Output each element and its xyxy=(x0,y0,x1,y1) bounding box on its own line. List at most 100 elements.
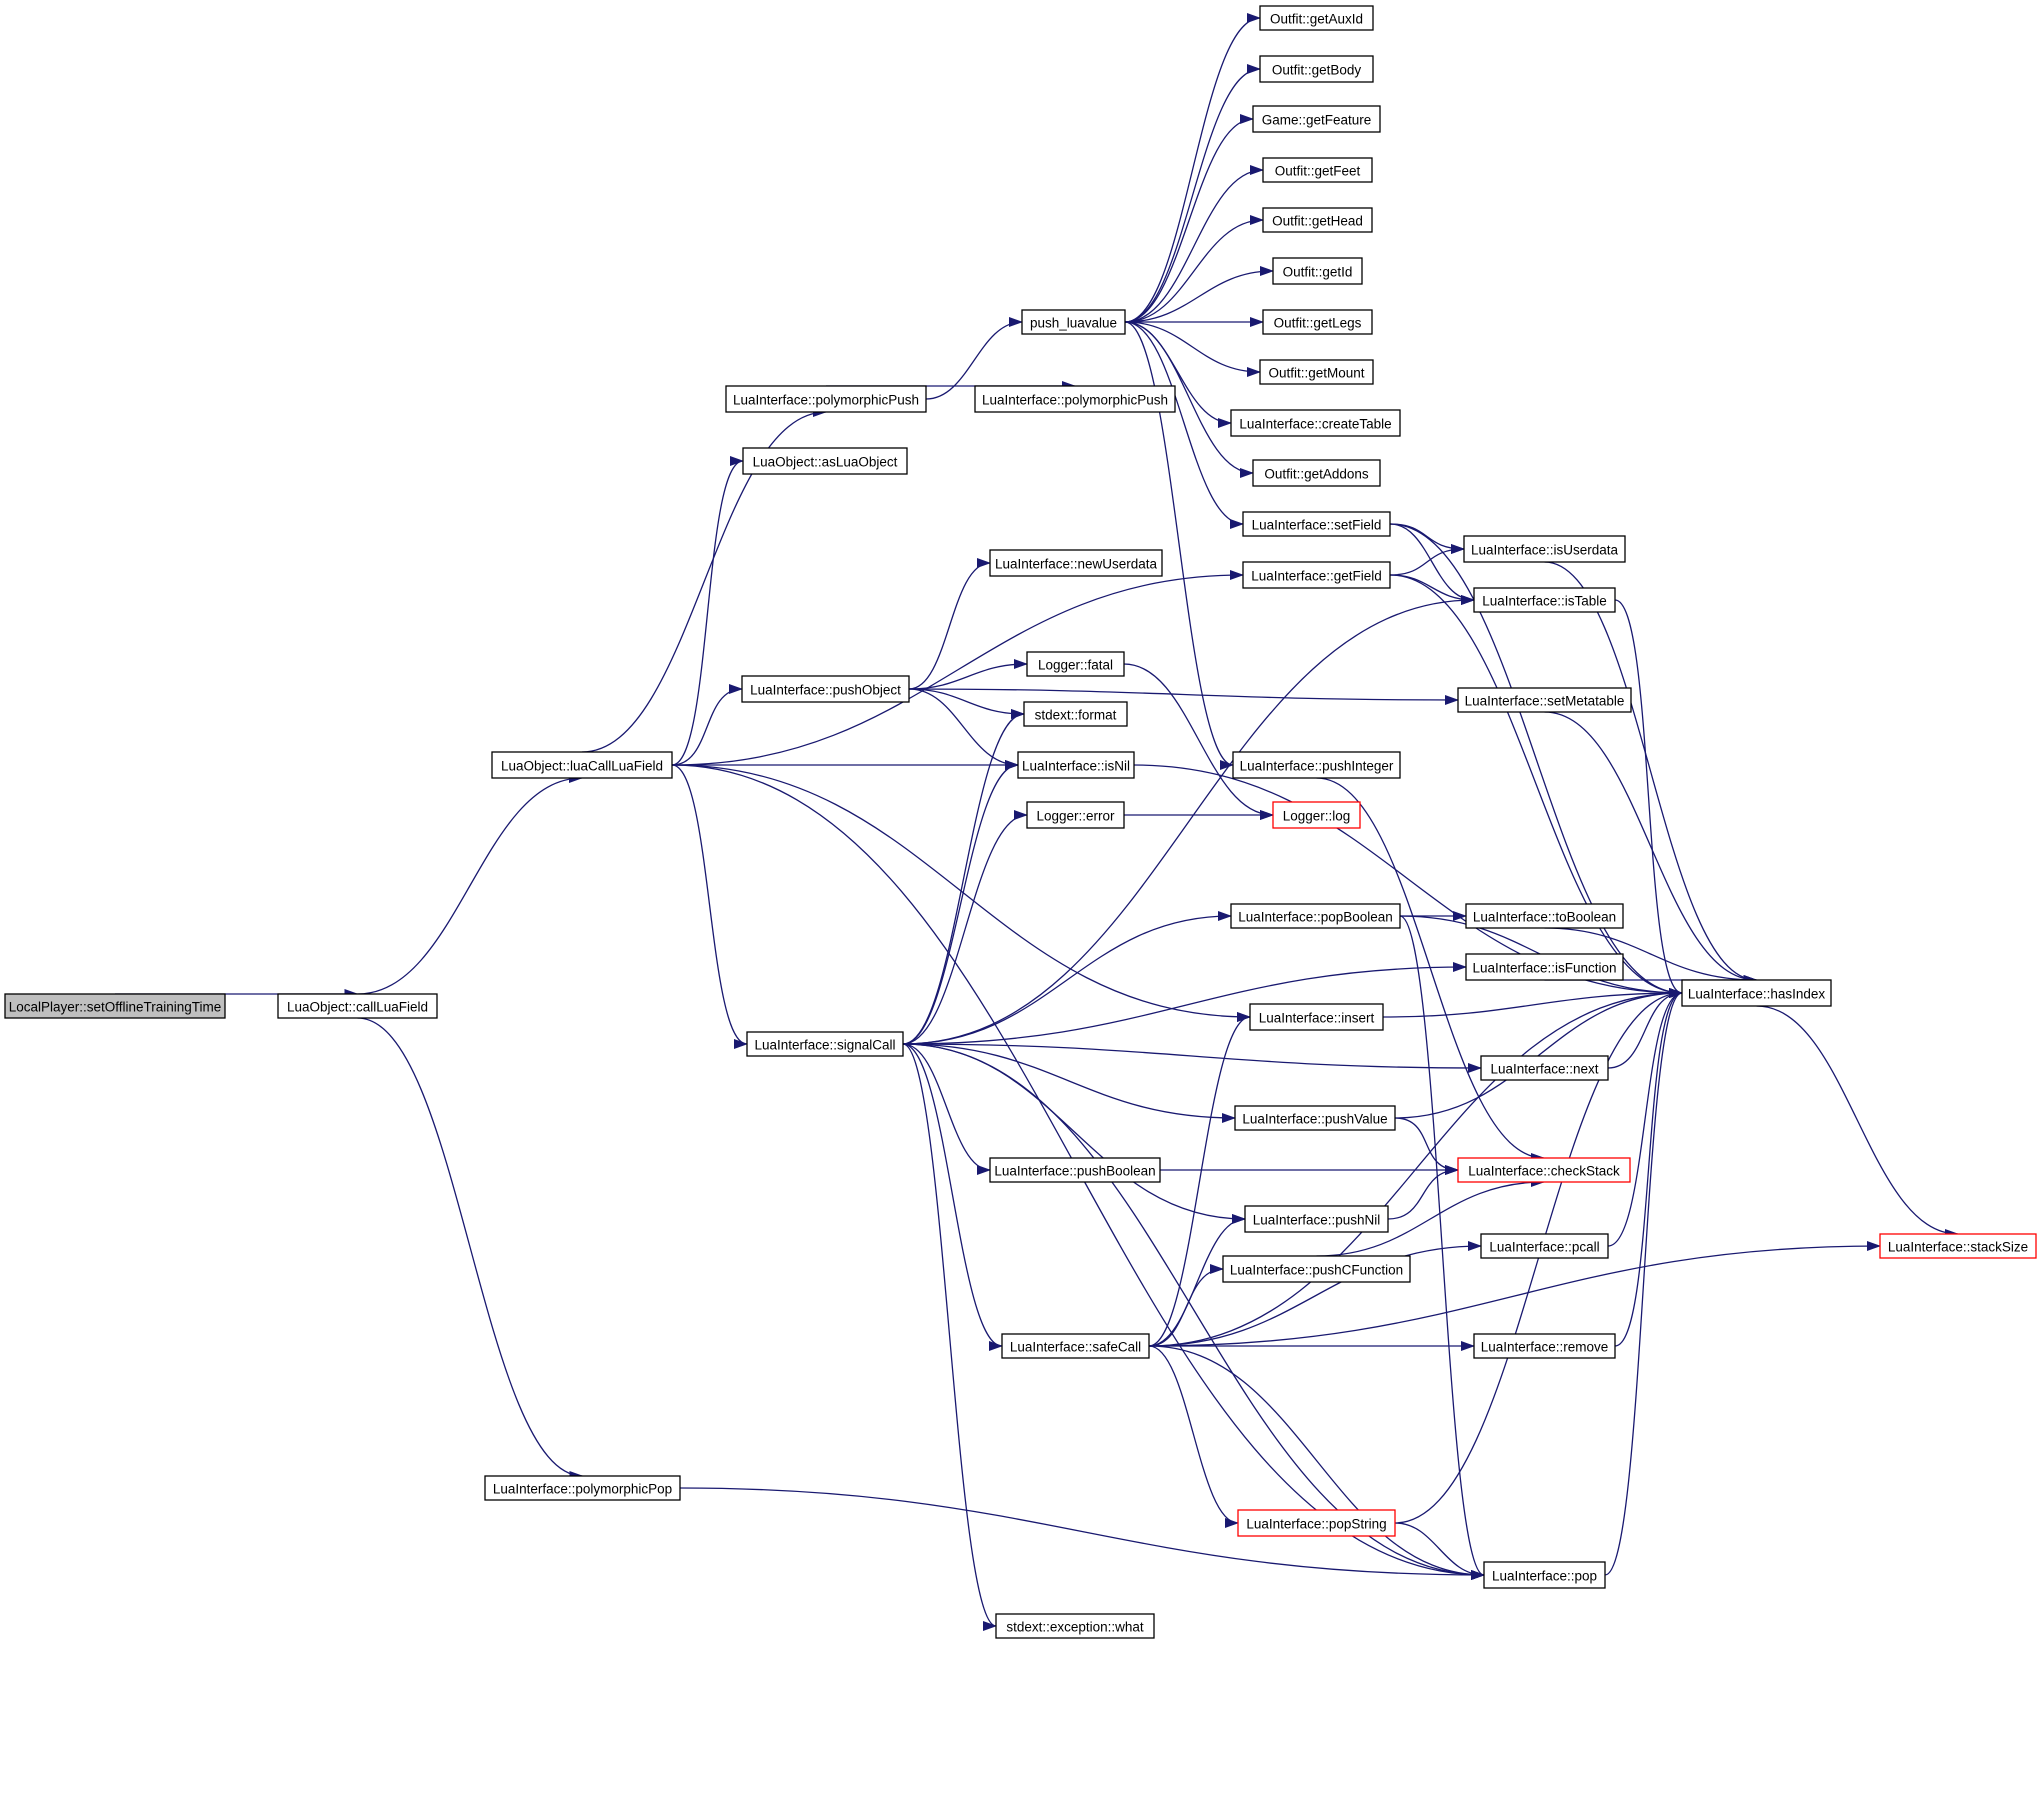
edge-remove-to-hasIndex xyxy=(1614,988,1683,1347)
node-isNil[interactable]: LuaInterface::isNil xyxy=(1017,751,1135,779)
node-what[interactable]: stdext::exception::what xyxy=(995,1613,1155,1639)
node-box-getFeet xyxy=(1262,157,1373,183)
node-pushCFunction[interactable]: LuaInterface::pushCFunction xyxy=(1222,1255,1411,1283)
node-format[interactable]: stdext::format xyxy=(1023,701,1128,727)
edge-setField-to-isUserdata xyxy=(1389,523,1465,554)
node-box-pushBoolean xyxy=(989,1157,1161,1183)
node-box-format xyxy=(1023,701,1128,727)
edge-popBoolean-to-pop xyxy=(1399,915,1485,1580)
edge-luaCallLuaField-to-asLuaObject xyxy=(671,456,744,766)
node-hasIndex[interactable]: LuaInterface::hasIndex xyxy=(1681,979,1832,1007)
node-getLegs[interactable]: Outfit::getLegs xyxy=(1262,309,1373,335)
edge-safeCall-to-popString xyxy=(1148,1345,1239,1528)
node-createTable[interactable]: LuaInterface::createTable xyxy=(1230,409,1401,437)
node-getId[interactable]: Outfit::getId xyxy=(1272,257,1363,285)
node-luaCallLuaField[interactable]: LuaObject::luaCallLuaField xyxy=(491,751,673,779)
node-setMetatable[interactable]: LuaInterface::setMetatable xyxy=(1457,687,1632,713)
node-fatal[interactable]: Logger::fatal xyxy=(1026,651,1125,677)
node-box-toBoolean xyxy=(1465,903,1624,929)
node-box-isNil xyxy=(1017,751,1135,779)
node-getHead[interactable]: Outfit::getHead xyxy=(1262,207,1373,233)
node-label-polymorphicPush1: LuaInterface::polymorphicPush xyxy=(733,393,919,408)
node-polymorphicPush1[interactable]: LuaInterface::polymorphicPush xyxy=(725,385,927,413)
node-label-safeCall: LuaInterface::safeCall xyxy=(1010,1340,1141,1355)
node-isTable[interactable]: LuaInterface::isTable xyxy=(1473,587,1616,613)
edge-push_luavalue-to-getBody xyxy=(1124,64,1261,323)
node-remove[interactable]: LuaInterface::remove xyxy=(1473,1333,1616,1359)
edge-signalCall-to-safeCall xyxy=(902,1043,1003,1351)
node-newUserdata[interactable]: LuaInterface::newUserdata xyxy=(989,549,1163,577)
node-pcall[interactable]: LuaInterface::pcall xyxy=(1480,1233,1609,1259)
edge-push_luavalue-to-getId xyxy=(1124,266,1274,323)
node-safeCall[interactable]: LuaInterface::safeCall xyxy=(1001,1333,1150,1359)
node-label-isFunction: LuaInterface::isFunction xyxy=(1472,961,1616,976)
node-root[interactable]: LocalPlayer::setOfflineTrainingTime xyxy=(4,993,226,1019)
node-polymorphicPop[interactable]: LuaInterface::polymorphicPop xyxy=(484,1475,681,1501)
node-checkStack[interactable]: LuaInterface::checkStack xyxy=(1457,1157,1631,1183)
node-polymorphicPush2[interactable]: LuaInterface::polymorphicPush xyxy=(974,385,1176,413)
node-popBoolean[interactable]: LuaInterface::popBoolean xyxy=(1230,903,1401,929)
node-box-createTable xyxy=(1230,409,1401,437)
node-getAuxId[interactable]: Outfit::getAuxId xyxy=(1259,5,1374,31)
node-label-log: Logger::log xyxy=(1283,809,1351,824)
node-label-newUserdata: LuaInterface::newUserdata xyxy=(995,557,1158,572)
node-box-isFunction xyxy=(1465,953,1624,981)
nodes-layer: LocalPlayer::setOfflineTrainingTime LuaOb… xyxy=(4,5,2037,1639)
node-pushInteger[interactable]: LuaInterface::pushInteger xyxy=(1232,751,1401,779)
edge-signalCall-to-pushNil xyxy=(902,1043,1246,1224)
node-setField[interactable]: LuaInterface::setField xyxy=(1242,511,1391,537)
node-pop[interactable]: LuaInterface::pop xyxy=(1483,1561,1606,1589)
node-box-pushNil xyxy=(1244,1205,1389,1233)
node-error[interactable]: Logger::error xyxy=(1026,801,1125,829)
node-insert[interactable]: LuaInterface::insert xyxy=(1249,1003,1384,1031)
node-getField[interactable]: LuaInterface::getField xyxy=(1242,561,1391,589)
node-getMount[interactable]: Outfit::getMount xyxy=(1259,359,1374,385)
node-box-root xyxy=(4,993,226,1019)
node-pushBoolean[interactable]: LuaInterface::pushBoolean xyxy=(989,1157,1161,1183)
edge-isTable-to-hasIndex xyxy=(1614,599,1683,998)
edge-pushCFunction-to-checkStack xyxy=(1316,1177,1545,1257)
edge-callLuaField-to-luaCallLuaField xyxy=(357,773,583,995)
node-getAddons[interactable]: Outfit::getAddons xyxy=(1252,459,1381,487)
edge-signalCall-to-pop xyxy=(902,1043,1485,1580)
node-asLuaObject[interactable]: LuaObject::asLuaObject xyxy=(742,447,908,475)
node-signalCall[interactable]: LuaInterface::signalCall xyxy=(746,1031,904,1057)
node-box-pcall xyxy=(1480,1233,1609,1259)
edge-pushValue-to-checkStack xyxy=(1394,1117,1459,1175)
edge-signalCall-to-isTable xyxy=(902,595,1475,1045)
node-popString[interactable]: LuaInterface::popString xyxy=(1237,1509,1396,1537)
node-box-polymorphicPush2 xyxy=(974,385,1176,413)
node-isFunction[interactable]: LuaInterface::isFunction xyxy=(1465,953,1624,981)
node-getFeet[interactable]: Outfit::getFeet xyxy=(1262,157,1373,183)
node-box-popBoolean xyxy=(1230,903,1401,929)
node-pushObject[interactable]: LuaInterface::pushObject xyxy=(741,675,910,703)
edge-getField-to-isUserdata xyxy=(1389,544,1465,576)
node-box-getBody xyxy=(1259,55,1374,83)
node-push_luavalue[interactable]: push_luavalue xyxy=(1021,309,1126,335)
edge-safeCall-to-pop xyxy=(1148,1345,1485,1580)
node-next[interactable]: LuaInterface::next xyxy=(1480,1055,1609,1081)
node-label-toBoolean: LuaInterface::toBoolean xyxy=(1473,910,1616,925)
node-callLuaField[interactable]: LuaObject::callLuaField xyxy=(277,993,438,1019)
edge-push_luavalue-to-getHead xyxy=(1124,215,1264,323)
node-getBody[interactable]: Outfit::getBody xyxy=(1259,55,1374,83)
node-label-polymorphicPop: LuaInterface::polymorphicPop xyxy=(493,1482,672,1497)
node-pushValue[interactable]: LuaInterface::pushValue xyxy=(1234,1105,1396,1131)
edge-push_luavalue-to-getFeet xyxy=(1124,165,1264,323)
node-log[interactable]: Logger::log xyxy=(1272,801,1361,829)
node-box-newUserdata xyxy=(989,549,1163,577)
node-isUserdata[interactable]: LuaInterface::isUserdata xyxy=(1463,535,1626,563)
node-box-pushValue xyxy=(1234,1105,1396,1131)
node-stackSize[interactable]: LuaInterface::stackSize xyxy=(1879,1233,2037,1259)
node-label-pop: LuaInterface::pop xyxy=(1492,1569,1597,1584)
node-label-insert: LuaInterface::insert xyxy=(1259,1011,1375,1026)
node-label-callLuaField: LuaObject::callLuaField xyxy=(287,1000,428,1015)
edge-callLuaField-to-polymorphicPop xyxy=(357,1017,584,1481)
node-pushNil[interactable]: LuaInterface::pushNil xyxy=(1244,1205,1389,1233)
edge-push_luavalue-to-getAddons xyxy=(1124,321,1254,478)
node-box-safeCall xyxy=(1001,1333,1150,1359)
node-label-getFeet: Outfit::getFeet xyxy=(1275,164,1361,179)
node-getFeature[interactable]: Game::getFeature xyxy=(1252,105,1381,133)
node-toBoolean[interactable]: LuaInterface::toBoolean xyxy=(1465,903,1624,929)
